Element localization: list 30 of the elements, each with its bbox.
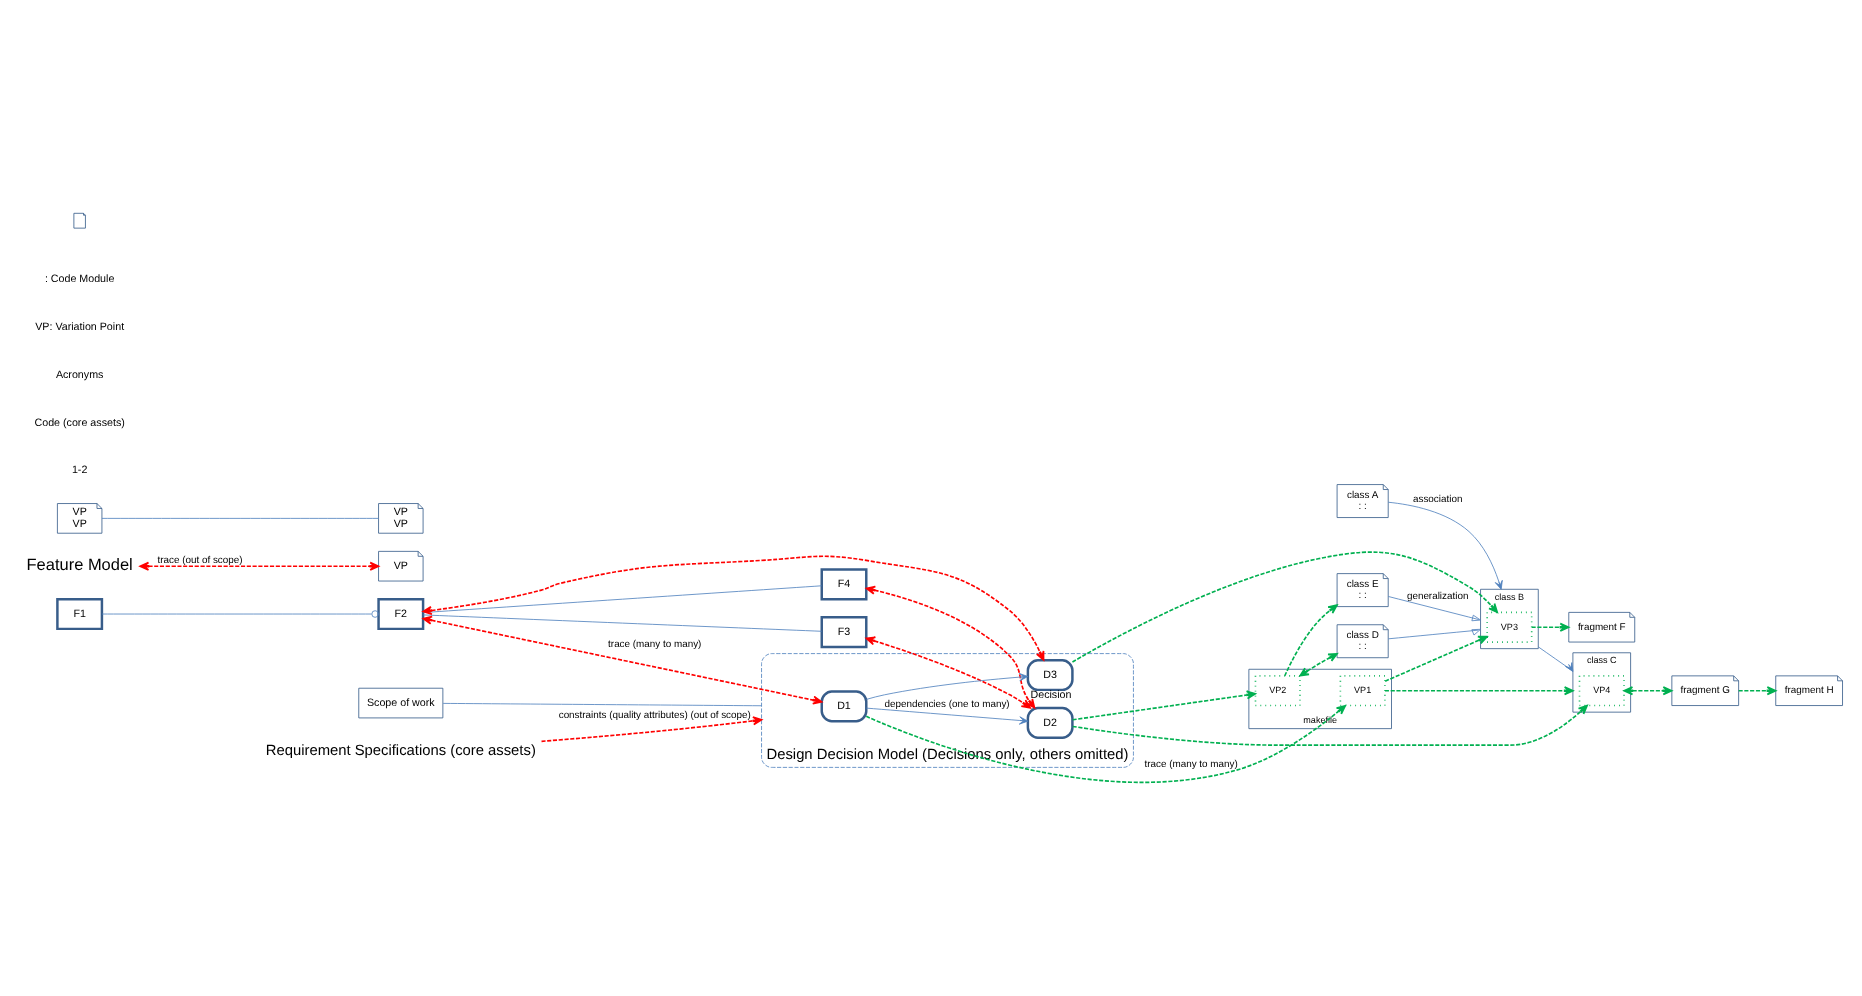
connector — [101, 610, 379, 618]
arrow — [1387, 501, 1503, 590]
arrow — [1283, 604, 1338, 677]
arrow — [865, 707, 1029, 725]
arrow — [139, 561, 380, 571]
connector — [442, 703, 762, 707]
arrow — [1384, 635, 1488, 683]
arrow — [1388, 628, 1481, 640]
connector — [422, 614, 823, 632]
arrow — [1071, 704, 1588, 746]
arrow — [422, 615, 823, 705]
arrow — [1384, 686, 1574, 696]
arrow — [866, 673, 1029, 700]
arrow — [865, 704, 1347, 783]
arrow — [1299, 652, 1338, 677]
arrow — [1623, 686, 1673, 696]
node-text: Requirement Specifications (core assets) — [265, 740, 536, 759]
arrow — [1071, 551, 1499, 663]
arrow — [1388, 596, 1481, 622]
connector — [422, 585, 823, 613]
arrow — [1537, 646, 1574, 672]
arrow — [865, 636, 1032, 709]
node-text: Feature Model — [26, 556, 133, 575]
arrow — [865, 585, 1036, 709]
arrow — [1530, 622, 1570, 632]
arrow — [1737, 686, 1777, 696]
arrow — [540, 716, 763, 743]
arrow — [422, 555, 1045, 661]
connector — [101, 517, 379, 519]
arrow — [1071, 690, 1257, 721]
